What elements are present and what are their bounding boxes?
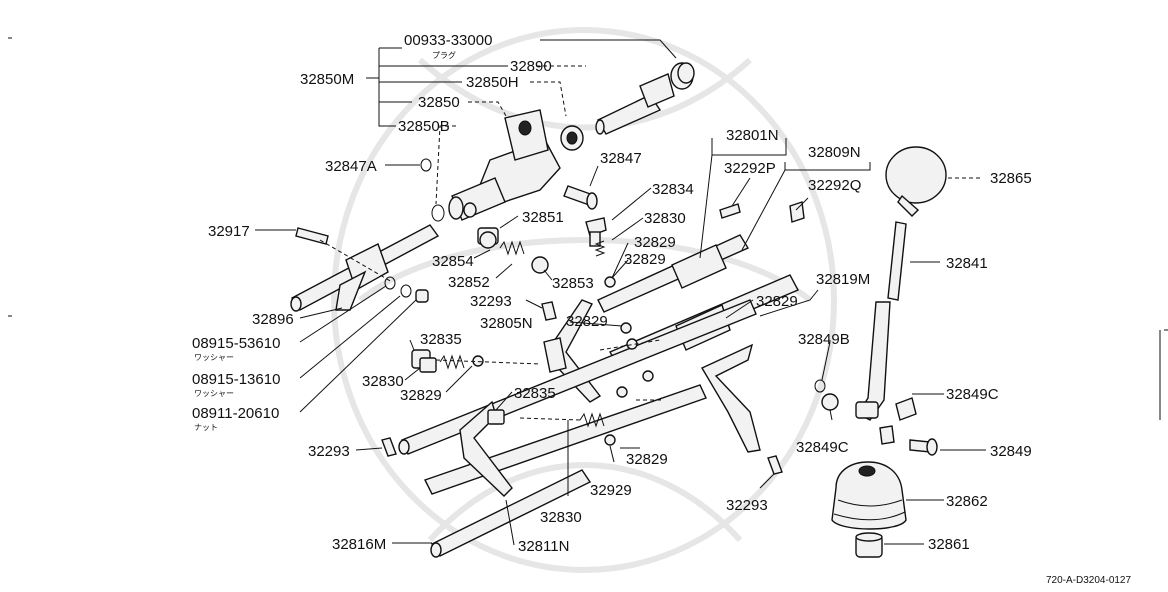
label-32819M: 32819M bbox=[816, 271, 870, 288]
margin-marks bbox=[8, 37, 1168, 420]
plug-32834-part bbox=[585, 217, 607, 247]
label-32853: 32853 bbox=[552, 275, 594, 292]
spring-32830-upper-part bbox=[594, 240, 606, 257]
label-32835-b: 32835 bbox=[514, 385, 556, 402]
fork-32819M-part bbox=[701, 343, 761, 453]
label-32929: 32929 bbox=[590, 482, 632, 499]
label-32851: 32851 bbox=[522, 209, 564, 226]
label-32829-c: 32829 bbox=[756, 293, 798, 310]
label-32293-b: 32293 bbox=[308, 443, 350, 460]
label-32850B: 32850B bbox=[398, 118, 450, 135]
label-32829-f: 32829 bbox=[626, 451, 668, 468]
knob-32865-part bbox=[885, 146, 947, 217]
check-balls-part bbox=[472, 276, 654, 446]
label-32849: 32849 bbox=[990, 443, 1032, 460]
fork-32811N-part bbox=[459, 400, 513, 497]
label-32805N: 32805N bbox=[480, 315, 533, 332]
label-08915-53610: 08915-53610 bbox=[192, 335, 280, 352]
label-32292P: 32292P bbox=[724, 160, 776, 177]
diagram-reference-code: 720-A-D3204-0127 bbox=[1046, 575, 1131, 586]
roll-pins-32293-part bbox=[381, 201, 805, 475]
rod-32890-part bbox=[595, 73, 675, 135]
rail-32801N-part bbox=[597, 234, 750, 313]
label-32830-lower: 32830 bbox=[540, 509, 582, 526]
plug-part bbox=[670, 62, 695, 90]
part-labels: 00933-33000 プラグ 32890 32850M 32850H 3285… bbox=[192, 32, 1131, 586]
label-32830-mid: 32830 bbox=[362, 373, 404, 390]
label-32293-a: 32293 bbox=[470, 293, 512, 310]
label-32847: 32847 bbox=[600, 150, 642, 167]
label-32849C-b: 32849C bbox=[796, 439, 849, 456]
label-32830-upper: 32830 bbox=[644, 210, 686, 227]
bushing-32849C-part bbox=[879, 397, 917, 445]
label-32849C-a: 32849C bbox=[946, 386, 999, 403]
label-08915-13610: 08915-13610 bbox=[192, 371, 280, 388]
label-32811N: 32811N bbox=[518, 538, 569, 555]
label-32852: 32852 bbox=[448, 274, 490, 291]
plug-32835-part bbox=[411, 349, 605, 428]
label-32849B: 32849B bbox=[798, 331, 850, 348]
label-nut-note: ナット bbox=[194, 423, 218, 432]
label-32862: 32862 bbox=[946, 493, 988, 510]
label-32847A: 32847A bbox=[325, 158, 377, 175]
label-32829-b: 32829 bbox=[624, 251, 666, 268]
label-32850M: 32850M bbox=[300, 71, 354, 88]
label-32854: 32854 bbox=[432, 253, 474, 270]
bushing-32861-part bbox=[855, 532, 883, 558]
label-32850H: 32850H bbox=[466, 74, 519, 91]
label-32801N: 32801N bbox=[726, 127, 779, 144]
label-32850: 32850 bbox=[418, 94, 460, 111]
label-32829-a: 32829 bbox=[634, 234, 676, 251]
label-00933-33000: 00933-33000 bbox=[404, 32, 492, 49]
label-32829-e: 32829 bbox=[400, 387, 442, 404]
label-washer-note-2: ワッシャー bbox=[194, 389, 234, 398]
snap-ring-32850B-part bbox=[431, 204, 445, 222]
lever-32841-part bbox=[855, 221, 907, 421]
label-32835-a: 32835 bbox=[420, 331, 462, 348]
leader-lines bbox=[255, 39, 986, 546]
label-washer-note-1: ワッシャー bbox=[194, 353, 234, 362]
bolt-32847-part bbox=[563, 185, 598, 210]
rail-32816M-part bbox=[430, 469, 592, 558]
label-32292Q: 32292Q bbox=[808, 177, 861, 194]
label-32834: 32834 bbox=[652, 181, 694, 198]
detent-spring-32852-part bbox=[479, 231, 549, 274]
label-32809N: 32809N bbox=[808, 144, 861, 161]
label-32890: 32890 bbox=[510, 58, 552, 75]
label-32829-d: 32829 bbox=[566, 313, 608, 330]
label-32917: 32917 bbox=[208, 223, 250, 240]
label-32896: 32896 bbox=[252, 311, 294, 328]
label-32816M: 32816M bbox=[332, 536, 386, 553]
washer-nut-group-part bbox=[384, 276, 429, 303]
label-08911-20610: 08911-20610 bbox=[192, 405, 279, 422]
label-32865: 32865 bbox=[990, 170, 1032, 187]
label-plug-note: プラグ bbox=[432, 50, 456, 60]
circlip-32847A-part bbox=[420, 158, 432, 172]
label-32293-c: 32293 bbox=[726, 497, 768, 514]
shaft-32896-part bbox=[290, 224, 440, 312]
watermark-emblem bbox=[331, 27, 837, 573]
label-32841: 32841 bbox=[946, 255, 988, 272]
bolt-32849-part bbox=[909, 438, 938, 456]
circlip-32849B-part bbox=[814, 379, 839, 411]
housing-32850-part bbox=[448, 109, 561, 221]
boot-32862-part bbox=[831, 461, 907, 530]
label-32861: 32861 bbox=[928, 536, 970, 553]
bushing-32850H-part bbox=[560, 125, 584, 151]
